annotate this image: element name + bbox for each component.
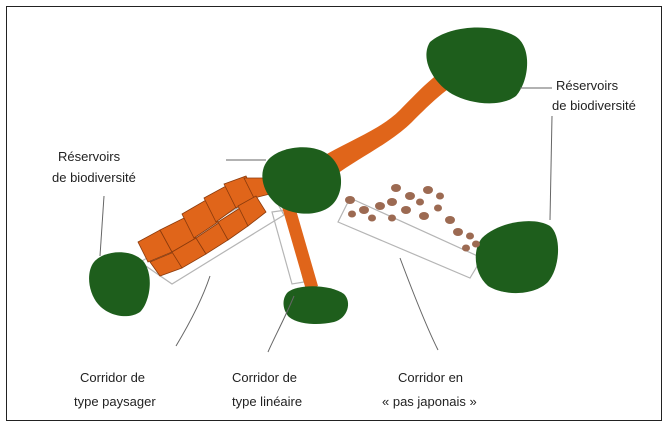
label-reservoirs-left-1: Réservoirs [58, 149, 121, 164]
leader-corridor-paysager [176, 276, 210, 346]
label-reservoirs-right-1: Réservoirs [556, 78, 619, 93]
leader-corridor-lineaire [268, 296, 294, 352]
reservoir-left [89, 252, 150, 316]
label-corridor-paysager-1: Corridor de [80, 370, 145, 385]
label-corridor-japonais-2: « pas japonais » [382, 394, 477, 409]
label-corridor-japonais-1: Corridor en [398, 370, 463, 385]
label-reservoirs-right-2: de biodiversité [552, 98, 636, 113]
linear-corridor-top [320, 66, 458, 176]
stepping-stones [345, 184, 480, 252]
landscape-corridor [138, 176, 270, 276]
leader-corridor-japonais [400, 258, 438, 350]
label-corridor-lineaire-2: type linéaire [232, 394, 302, 409]
label-corridor-lineaire-1: Corridor de [232, 370, 297, 385]
label-reservoirs-left-2: de biodiversité [52, 170, 136, 185]
reservoir-bottom-center [284, 286, 349, 324]
reservoir-center [262, 147, 341, 213]
leader-reservoir-left-bottom [100, 196, 104, 256]
reservoir-right [476, 221, 558, 293]
leader-reservoir-right-bottom [550, 116, 552, 220]
label-corridor-paysager-2: type paysager [74, 394, 156, 409]
